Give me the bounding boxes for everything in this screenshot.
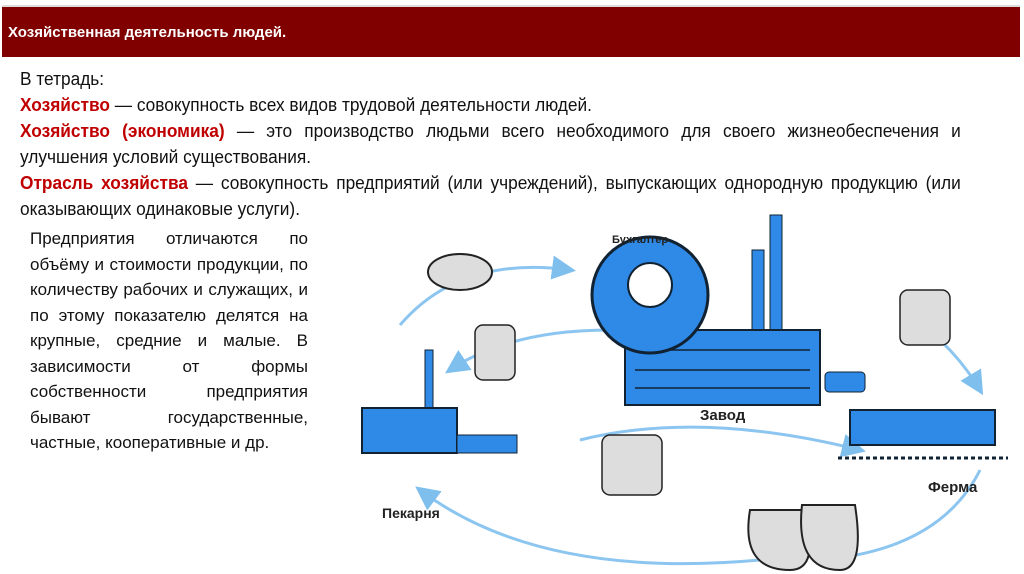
factory-label: Завод xyxy=(700,407,746,424)
grain-bags-icon xyxy=(747,504,859,572)
accountant-label: Бухгалтер xyxy=(612,234,668,246)
definitions: В тетрадь: Хозяйство — совокупность всех… xyxy=(20,66,961,222)
definition-1: Хозяйство — совокупность всех видов труд… xyxy=(20,92,961,118)
definition-text: — это производство людьми всего необходи… xyxy=(20,121,961,167)
definition-text: — совокупность предприятий (или учрежден… xyxy=(20,173,961,219)
slide-title: Хозяйственная деятельность людей. xyxy=(8,24,287,41)
title-bar: Хозяйственная деятельность людей. xyxy=(2,5,1020,57)
farm-label: Ферма xyxy=(928,479,978,496)
enterprise-paragraph: Предприятия отличаются по объёму и стоим… xyxy=(30,229,308,452)
flow-arrows xyxy=(398,255,984,571)
economy-illustration: Бухгалтер Завод Пекарня Ферма xyxy=(361,214,1008,572)
term: Хозяйство xyxy=(20,95,110,115)
bread-icon xyxy=(427,253,493,291)
intro: В тетрадь: xyxy=(20,69,105,89)
bakery-icon xyxy=(361,349,518,454)
coin-stacks-icon xyxy=(474,289,951,496)
definition-2: Хозяйство (экономика) — это производство… xyxy=(20,118,961,170)
bakery-label: Пекарня xyxy=(382,505,440,521)
definition-text: — совокупность всех видов трудовой деяте… xyxy=(109,95,592,115)
definition-3: Отрасль хозяйства — совокупность предпри… xyxy=(20,170,961,222)
term: Хозяйство (экономика) xyxy=(20,121,225,141)
term: Отрасль хозяйства xyxy=(20,173,188,193)
farm-icon xyxy=(824,371,1008,460)
